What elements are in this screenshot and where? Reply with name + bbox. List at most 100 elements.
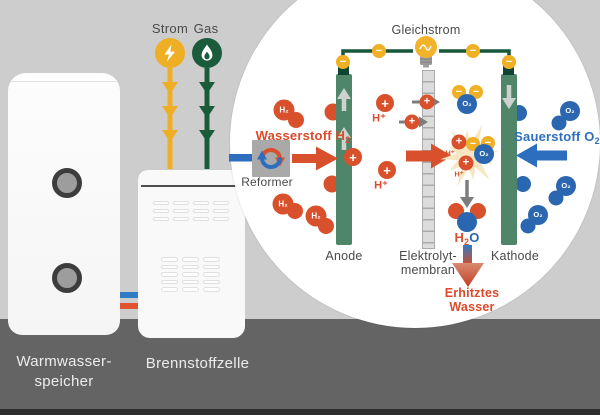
anode-arrows	[337, 88, 351, 150]
hplus-ion-label: H⁺	[454, 169, 464, 179]
vent-slot	[161, 279, 178, 284]
vent-slot	[203, 272, 220, 277]
cold-water-pipe	[119, 292, 139, 298]
vent-slot	[193, 217, 209, 221]
light-bulb-icon	[415, 36, 437, 68]
molecule-electron: −	[336, 55, 350, 69]
water-arrow	[460, 180, 474, 208]
molecule-o2: O₂	[457, 94, 477, 114]
reaction-starburst	[440, 124, 499, 187]
hot-water-pipe	[119, 303, 139, 309]
oxygen-label-sub: 2	[594, 136, 600, 146]
tank-label: Warmwasser- speicher	[1, 352, 127, 392]
baseboard	[0, 409, 600, 415]
oxygen-label: Sauerstoff O2	[494, 130, 600, 149]
vent-slot	[182, 279, 199, 284]
vent-slot	[203, 287, 220, 292]
molecule-o2: O₂	[474, 144, 494, 164]
molecule-o2c	[551, 115, 567, 131]
molecule-hplus: +	[378, 161, 396, 179]
vent-slot	[182, 264, 199, 269]
oxygen-label-text: Sauerstoff O	[514, 129, 595, 144]
oxygen-arrow	[516, 143, 567, 168]
gas-label: Gas	[193, 21, 219, 36]
vent-slot	[182, 257, 199, 262]
gas-arrow	[199, 68, 215, 169]
electricity-label: Strom	[151, 21, 189, 36]
floor	[0, 319, 600, 415]
vent-slot	[153, 209, 169, 213]
fuel-cell-vents-bottom	[161, 257, 220, 292]
fuel-cell-vents-top	[153, 201, 229, 221]
water-label: H2O	[437, 231, 497, 250]
heated-water-line1: Erhitztes	[444, 286, 500, 300]
molecule-hplusS: +	[404, 114, 420, 130]
flame-icon	[201, 44, 213, 61]
hplus-ion-label: H⁺	[372, 112, 386, 125]
cathode-bar	[501, 74, 517, 245]
membrane-label-line2: membran	[400, 262, 456, 277]
molecule-o2: O₂	[560, 101, 580, 121]
hydrogen-label-text: Wasserstoff H	[255, 128, 346, 143]
reformer-box	[252, 140, 290, 177]
vent-slot	[193, 209, 209, 213]
lightning-icon	[164, 44, 175, 62]
molecule-h2: H₂	[272, 193, 294, 215]
vent-slot	[213, 209, 229, 213]
cathode-label: Kathode	[491, 249, 539, 263]
molecule-hplusS: +	[451, 134, 467, 150]
vent-slot	[173, 201, 189, 205]
vent-slot	[203, 279, 220, 284]
gas-icon	[192, 38, 222, 68]
reformer	[252, 140, 290, 177]
vent-slot	[161, 257, 178, 262]
water-label-o: O	[469, 230, 480, 245]
hydrogen-label: Wasserstoff H2	[237, 129, 369, 148]
water-label-sub: 2	[464, 237, 470, 247]
vent-slot	[203, 264, 220, 269]
tank-seam	[10, 81, 116, 82]
molecule-electron: −	[372, 44, 386, 58]
vent-slot	[173, 217, 189, 221]
reformer-inlet-line	[229, 154, 252, 162]
vent-slot	[161, 264, 178, 269]
molecule-o2: O₂	[528, 205, 548, 225]
electricity-arrow	[162, 68, 178, 169]
molecule-h2: H₂	[273, 99, 295, 121]
hplus-ion-label: H⁺	[445, 148, 455, 158]
tank-label-line1: Warmwasser-	[16, 353, 112, 370]
recycle-icon	[257, 148, 285, 169]
vent-slot	[213, 201, 229, 205]
hydrogen-label-sub: 2	[345, 135, 351, 145]
molecule-h2: H₂	[305, 205, 327, 227]
vent-slot	[161, 272, 178, 277]
membrane-label-line1: Elektrolyt-	[399, 249, 457, 263]
hydrogen-arrow	[292, 146, 338, 171]
molecule-hplusS: +	[419, 94, 435, 110]
vent-slot	[173, 209, 189, 213]
tank-dial-top	[52, 168, 82, 198]
molecule-o2: O₂	[556, 176, 576, 196]
vent-slot	[182, 272, 199, 277]
water-label-h: H	[454, 230, 465, 245]
heated-water-line2: Wasser	[449, 300, 495, 314]
molecule-hplus: +	[376, 94, 394, 112]
anode-label: Anode	[325, 249, 363, 263]
vent-slot	[182, 287, 199, 292]
vent-slot	[203, 257, 220, 262]
hplus-ion-label: H⁺	[374, 179, 388, 192]
fuel-cell-box	[138, 170, 245, 338]
vent-slot	[213, 217, 229, 221]
hydrogen-flow	[229, 143, 452, 171]
reformer-label: Reformer	[241, 175, 293, 189]
molecule-h2ob	[457, 212, 477, 232]
detail-circle	[230, 0, 600, 328]
vent-slot	[193, 201, 209, 205]
vent-slot	[153, 217, 169, 221]
dc-label: Gleichstrom	[391, 23, 461, 37]
vent-slot	[161, 287, 178, 292]
tank-label-line2: speicher	[34, 373, 94, 390]
